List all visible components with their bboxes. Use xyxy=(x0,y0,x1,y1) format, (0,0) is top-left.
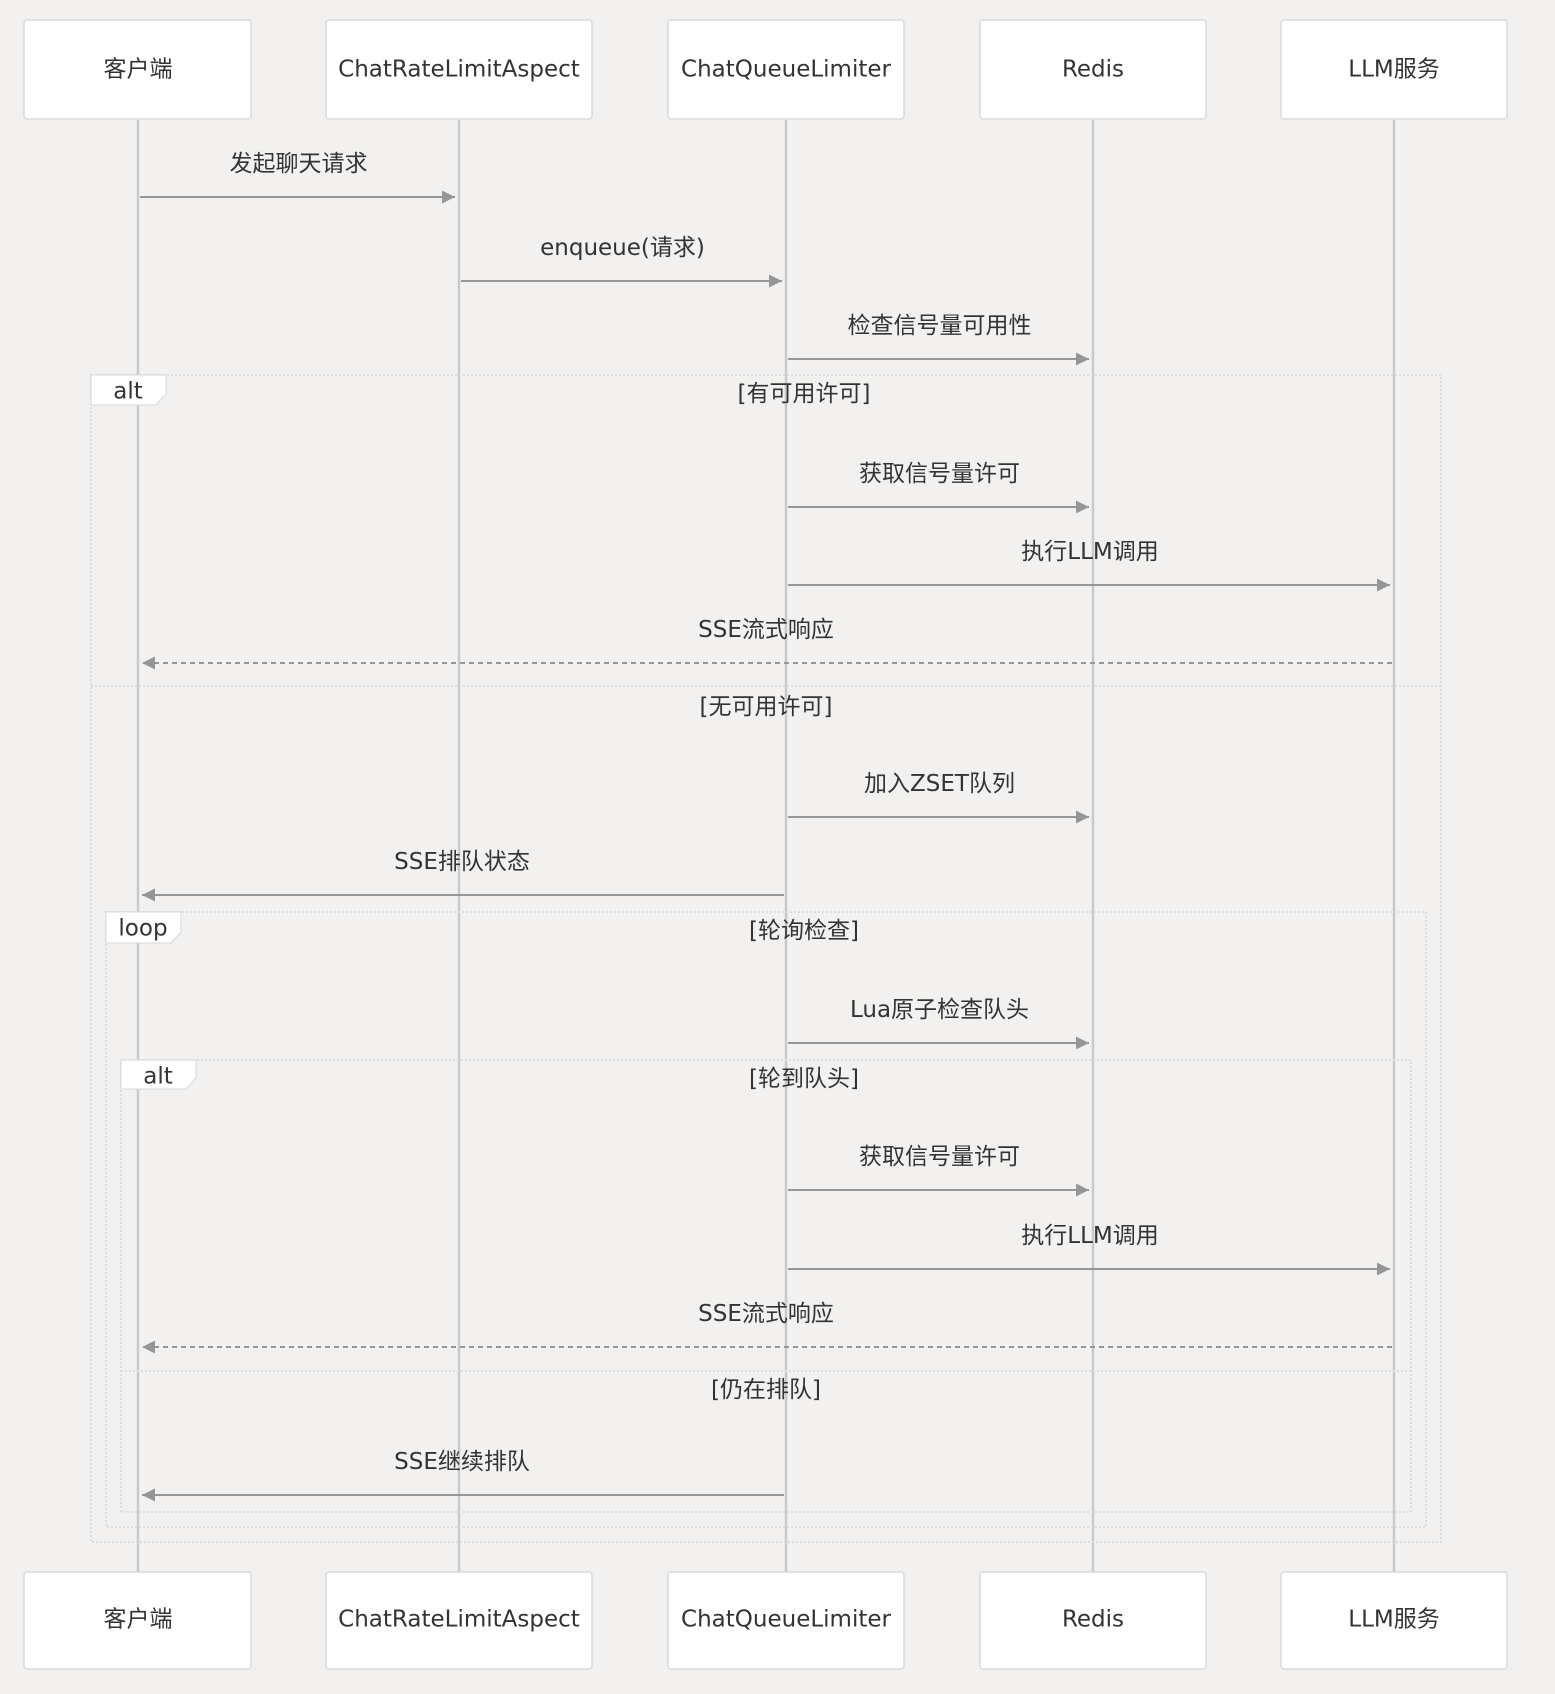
message-label: 执行LLM调用 xyxy=(1021,539,1158,565)
participant-limiter-top[interactable]: ChatQueueLimiter xyxy=(667,19,905,120)
fragment-alt-head-condition-2: [仍在排队] xyxy=(711,1377,821,1403)
participant-box xyxy=(979,19,1207,120)
participant-label: ChatQueueLimiter xyxy=(681,1607,891,1633)
participant-box xyxy=(1280,19,1508,120)
message-label: Lua原子检查队头 xyxy=(850,997,1029,1023)
message-1: 发起聊天请求 xyxy=(140,151,455,204)
message-11: 执行LLM调用 xyxy=(788,1223,1390,1276)
participant-redis-bottom[interactable]: Redis xyxy=(979,1571,1207,1670)
message-label: SSE继续排队 xyxy=(394,1449,530,1475)
fragment-alt-head-kind: alt xyxy=(143,1064,173,1090)
participant-client-bottom[interactable]: 客户端 xyxy=(23,1571,252,1670)
participant-box xyxy=(23,19,252,120)
fragment-alt-permit-condition-1: [有可用许可] xyxy=(738,381,871,407)
participant-label: 客户端 xyxy=(104,1607,173,1633)
participant-aspect-bottom[interactable]: ChatRateLimitAspect xyxy=(325,1571,593,1670)
participant-aspect-top[interactable]: ChatRateLimitAspect xyxy=(325,19,593,120)
fragment-alt-head-frame xyxy=(120,1059,1412,1513)
fragment-alt-permit-kind: alt xyxy=(113,379,143,405)
message-4: 获取信号量许可 xyxy=(788,461,1089,514)
fragment-loop-poll-condition-1: [轮询检查] xyxy=(749,918,859,944)
fragment-loop-poll-frame xyxy=(105,911,1427,1528)
participant-client-top[interactable]: 客户端 xyxy=(23,19,252,120)
participants-top: 客户端 ChatRateLimitAspect ChatQueueLimiter… xyxy=(23,19,1508,120)
participant-limiter-bottom[interactable]: ChatQueueLimiter xyxy=(667,1571,905,1670)
participant-box xyxy=(325,19,593,120)
fragment-alt-head-condition-1: [轮到队头] xyxy=(749,1066,859,1092)
fragment-loop-poll-kind: loop xyxy=(118,916,167,942)
participant-label: Redis xyxy=(1062,57,1124,83)
message-label: enqueue(请求) xyxy=(540,235,705,261)
participant-box xyxy=(23,1571,252,1670)
participant-label: LLM服务 xyxy=(1348,1607,1439,1633)
message-13: SSE继续排队 xyxy=(142,1449,784,1502)
participant-llm-bottom[interactable]: LLM服务 xyxy=(1280,1571,1508,1670)
message-6: SSE流式响应 xyxy=(142,617,1392,670)
message-label: 发起聊天请求 xyxy=(230,151,368,177)
message-2: enqueue(请求) xyxy=(461,235,782,288)
participant-box xyxy=(1280,1571,1508,1670)
message-label: SSE流式响应 xyxy=(698,617,834,643)
messages: 发起聊天请求enqueue(请求)检查信号量可用性获取信号量许可执行LLM调用S… xyxy=(140,151,1392,1502)
message-8: SSE排队状态 xyxy=(142,849,784,902)
fragment-alt-permit-frame xyxy=(90,374,1442,1543)
fragment-loop-poll: loop [轮询检查] xyxy=(105,911,1427,1528)
participant-llm-top[interactable]: LLM服务 xyxy=(1280,19,1508,120)
participant-label: LLM服务 xyxy=(1348,57,1439,83)
message-label: 获取信号量许可 xyxy=(859,461,1020,487)
participant-redis-top[interactable]: Redis xyxy=(979,19,1207,120)
message-label: 获取信号量许可 xyxy=(859,1144,1020,1170)
participant-label: ChatRateLimitAspect xyxy=(338,1607,580,1633)
participant-label: Redis xyxy=(1062,1607,1124,1633)
message-12: SSE流式响应 xyxy=(142,1301,1392,1354)
fragment-alt-head-tab xyxy=(120,1059,197,1090)
participant-label: ChatQueueLimiter xyxy=(681,57,891,83)
fragment-alt-permit-tab xyxy=(90,374,167,406)
message-7: 加入ZSET队列 xyxy=(788,771,1089,824)
message-label: 检查信号量可用性 xyxy=(848,313,1032,339)
participant-label: ChatRateLimitAspect xyxy=(338,57,580,83)
participant-box xyxy=(979,1571,1207,1670)
fragment-alt-permit-condition-2: [无可用许可] xyxy=(700,694,833,720)
message-3: 检查信号量可用性 xyxy=(788,313,1089,366)
message-5: 执行LLM调用 xyxy=(788,539,1390,592)
message-label: 加入ZSET队列 xyxy=(864,771,1015,797)
message-10: 获取信号量许可 xyxy=(788,1144,1089,1197)
fragment-alt-head: alt [轮到队头] [仍在排队] xyxy=(120,1059,1412,1513)
lifelines xyxy=(136,120,1396,1572)
participant-label: 客户端 xyxy=(104,57,173,83)
fragment-loop-poll-tab xyxy=(105,911,182,944)
participant-box xyxy=(667,19,905,120)
message-label: 执行LLM调用 xyxy=(1021,1223,1158,1249)
participant-box xyxy=(325,1571,593,1670)
message-label: SSE排队状态 xyxy=(394,849,530,875)
participant-box xyxy=(667,1571,905,1670)
participants-bottom: 客户端 ChatRateLimitAspect ChatQueueLimiter… xyxy=(23,1571,1508,1670)
message-9: Lua原子检查队头 xyxy=(788,997,1089,1050)
fragment-alt-permit: alt [有可用许可] [无可用许可] xyxy=(90,374,1442,1543)
message-label: SSE流式响应 xyxy=(698,1301,834,1327)
